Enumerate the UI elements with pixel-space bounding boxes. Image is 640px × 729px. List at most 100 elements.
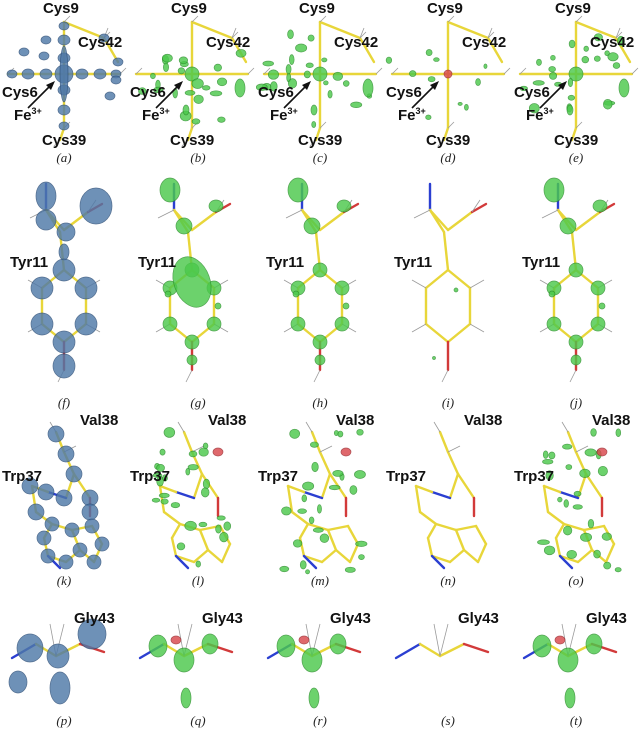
density-blob-green: [568, 39, 576, 49]
bond: [454, 528, 466, 552]
density-blob-green: [213, 63, 222, 72]
bond: [442, 126, 450, 142]
panel-caption: (r): [313, 713, 327, 728]
h-bond-stick: [541, 209, 559, 219]
density-blob-green: [178, 56, 189, 65]
density-blob-green: [148, 634, 168, 658]
hetero-bond: [430, 490, 452, 500]
h-bond-stick: [231, 31, 239, 39]
density-blob-green: [312, 334, 328, 350]
density-blob-green: [295, 43, 308, 53]
panel-caption: (o): [568, 573, 584, 588]
bond: [298, 522, 310, 540]
density-blob-green: [432, 356, 436, 360]
density-blob-blue: [57, 34, 71, 46]
density-blob-green: [215, 524, 222, 534]
label-cys39: Cys39: [42, 132, 87, 149]
bond: [446, 322, 472, 344]
label-trp37: Trp37: [386, 468, 427, 485]
bond: [558, 554, 580, 564]
bond: [192, 548, 210, 564]
label-trp37: Trp37: [258, 468, 299, 485]
density-blob-green: [303, 70, 311, 79]
density-blob-green: [563, 499, 569, 508]
h-bond-stick: [191, 15, 199, 23]
density-blob-green: [172, 256, 212, 308]
bond: [286, 484, 294, 514]
molecule-render: [411, 182, 488, 383]
label-trp37: Trp37: [514, 468, 555, 485]
density-blob-green: [568, 334, 584, 350]
density-blob-green: [270, 81, 278, 92]
bond: [182, 430, 194, 454]
density-blob-green: [187, 464, 199, 471]
bond: [302, 554, 324, 564]
panel-caption: (g): [190, 395, 206, 410]
density-blob-blue: [72, 542, 88, 558]
molecule-render: [6, 15, 127, 147]
label-val38: Val38: [464, 412, 503, 429]
density-blob-green: [319, 533, 330, 543]
density-blob-blue: [75, 68, 89, 80]
bond: [170, 536, 178, 558]
density-blob-green: [433, 57, 440, 62]
bond: [428, 208, 446, 234]
label-cys6: Cys6: [258, 84, 294, 101]
fe-arrow: [283, 83, 309, 109]
bond: [358, 36, 376, 64]
density-blob-green: [590, 316, 606, 332]
label-cys39: Cys39: [298, 132, 343, 149]
h-bond-stick: [439, 623, 449, 657]
density-blob-green: [590, 280, 606, 296]
h-bond-stick: [63, 15, 71, 23]
density-blob-green: [188, 450, 198, 458]
panel-caption: (m): [310, 573, 330, 588]
density-blob-green: [457, 102, 463, 106]
h-bond-stick: [309, 139, 317, 147]
density-blob-green: [308, 687, 320, 709]
density-blob-green: [206, 316, 222, 332]
bond: [190, 210, 218, 232]
bond: [582, 524, 606, 532]
fe-arrow-head: [430, 81, 439, 90]
density-blob-green: [572, 504, 583, 510]
molecule-group: [385, 15, 511, 147]
density-blob-green: [323, 80, 329, 86]
density-blob-blue: [8, 670, 28, 694]
density-blob-green: [464, 104, 469, 111]
density-blob-blue: [46, 643, 70, 669]
bond: [546, 510, 566, 526]
density-blob-blue: [55, 489, 73, 507]
density-blob-blue: [56, 222, 76, 242]
bond: [414, 484, 434, 494]
molecule-render: [266, 623, 362, 709]
bond: [346, 524, 360, 546]
h-bond-stick: [447, 445, 461, 453]
bond: [318, 450, 332, 476]
density-blob-blue: [59, 45, 69, 103]
density-blob-green: [453, 287, 459, 293]
density-blob-green: [587, 518, 595, 529]
density-blob-green: [593, 33, 603, 42]
bond: [576, 548, 594, 564]
bond: [438, 642, 466, 658]
density-blob-green: [256, 83, 268, 91]
label-cys9: Cys9: [43, 0, 79, 17]
density-blob-green: [262, 60, 274, 67]
density-blob-green: [597, 465, 608, 477]
density-blob-blue: [35, 181, 57, 211]
panel-caption: (e): [568, 150, 584, 165]
h-bond-stick: [135, 67, 143, 75]
density-blob-green: [198, 521, 208, 528]
molecule-group: [27, 181, 113, 383]
density-blob-green: [223, 521, 232, 531]
density-blob-green: [289, 54, 295, 65]
density-blob-green: [292, 290, 300, 298]
hetero-bond: [558, 490, 580, 500]
density-blob-green: [567, 77, 574, 88]
density-blob-green: [297, 508, 307, 514]
fe-label: Fe3+: [142, 106, 170, 124]
